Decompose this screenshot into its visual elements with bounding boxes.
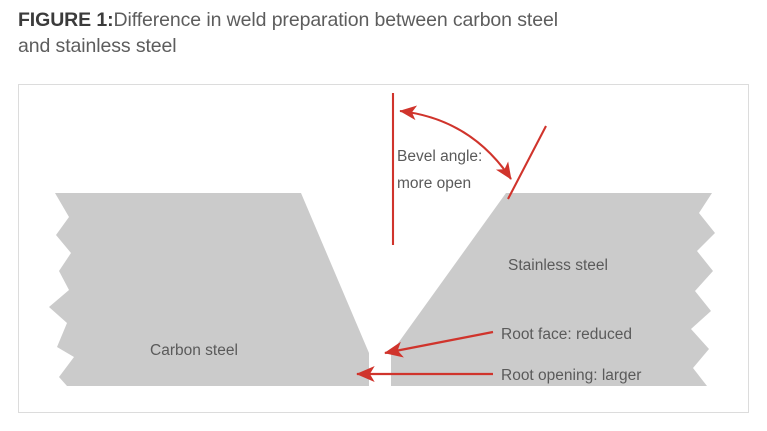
- bevel-extension-line: [507, 125, 547, 200]
- figure-number-label: FIGURE 1:: [18, 9, 114, 31]
- stainless-steel-label: Stainless steel: [508, 257, 608, 274]
- figure-caption: FIGURE 1:Difference in weld preparation …: [18, 7, 578, 59]
- bevel-angle-label-line1: Bevel angle:: [397, 148, 482, 165]
- root-opening-label: Root opening: larger: [501, 367, 641, 384]
- carbon-steel-plate: [49, 193, 369, 386]
- figure-caption-text: Difference in weld preparation between c…: [18, 9, 558, 57]
- carbon-steel-label: Carbon steel: [150, 342, 238, 359]
- stainless-steel-plate: [391, 193, 715, 386]
- diagram-frame: Carbon steel Stainless steel Bevel angle…: [18, 84, 749, 413]
- root-face-arrow: [384, 330, 494, 358]
- bevel-angle-arc: [399, 105, 512, 180]
- root-face-label: Root face: reduced: [501, 326, 632, 343]
- weld-preparation-diagram: Carbon steel Stainless steel Bevel angle…: [49, 93, 715, 386]
- bevel-angle-label-line2: more open: [397, 175, 471, 192]
